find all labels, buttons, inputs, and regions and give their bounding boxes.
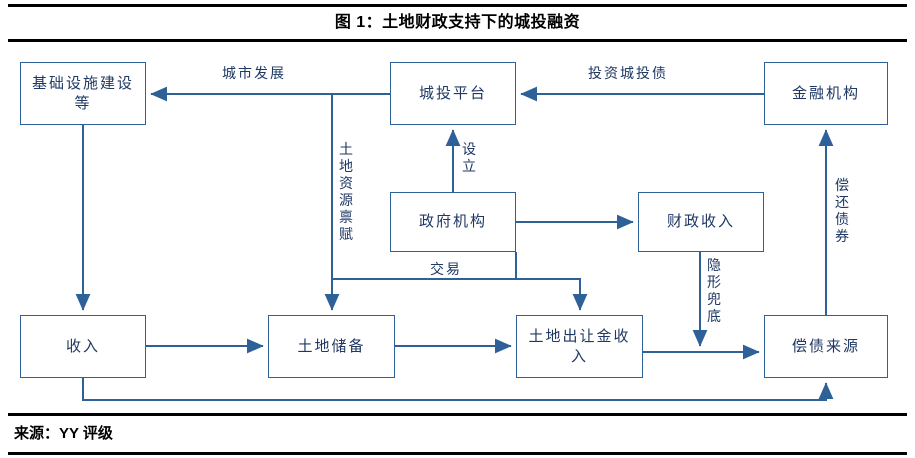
node-financial-institution[interactable]: 金融机构 <box>764 62 888 125</box>
figure-source: 来源：YY 评级 <box>14 425 113 442</box>
node-land-reserve[interactable]: 土地储备 <box>268 315 395 378</box>
node-infrastructure-label: 基础设施建设等 <box>31 75 134 112</box>
flowchart-diagram: 基础设施建设等 城投平台 金融机构 政府机构 财政收入 收入 土地储备 土地出让… <box>0 42 915 413</box>
edge-label-establish: 设立 <box>462 143 476 175</box>
node-government[interactable]: 政府机构 <box>390 192 516 252</box>
node-land-reserve-label: 土地储备 <box>297 338 366 355</box>
connector-income-to-debt-source <box>82 378 834 401</box>
node-government-label: 政府机构 <box>418 214 487 230</box>
edge-label-urban-development: 城市发展 <box>222 67 286 82</box>
title-underline-rule <box>8 39 907 42</box>
connector-government-transaction-leg <box>332 252 517 280</box>
figure-title: 图 1：土地财政支持下的城投融资 <box>334 14 581 31</box>
node-financial-institution-label: 金融机构 <box>791 85 860 102</box>
footer-top-rule <box>8 413 907 416</box>
flowchart-connectors <box>75 86 834 401</box>
node-income-label: 收入 <box>65 338 100 355</box>
footer-bottom-rule <box>8 452 907 455</box>
top-rule <box>8 4 907 7</box>
node-fiscal-revenue-label: 财政收入 <box>666 214 735 230</box>
edge-label-invest-chengtou-bond: 投资城投债 <box>588 67 668 82</box>
edge-label-repay-bond: 偿还债券 <box>835 179 849 245</box>
node-debt-source-label: 偿债来源 <box>791 338 860 355</box>
node-chengtou-platform[interactable]: 城投平台 <box>390 62 516 125</box>
node-income[interactable]: 收入 <box>20 315 146 378</box>
node-land-transfer-income-label: 土地出让金收入 <box>528 328 631 365</box>
node-infrastructure[interactable]: 基础设施建设等 <box>20 62 146 125</box>
edge-label-implicit-guarantee: 隐形兜底 <box>707 259 721 325</box>
node-chengtou-platform-label: 城投平台 <box>418 85 487 102</box>
connector-government-to-land-transfer <box>515 252 588 311</box>
node-fiscal-revenue[interactable]: 财政收入 <box>638 192 764 252</box>
node-debt-source[interactable]: 偿债来源 <box>764 315 888 378</box>
node-land-transfer-income[interactable]: 土地出让金收入 <box>516 315 643 378</box>
edge-label-land-resource-endowment: 土地资源禀赋 <box>339 143 353 243</box>
edge-label-transaction: 交易 <box>430 263 462 278</box>
